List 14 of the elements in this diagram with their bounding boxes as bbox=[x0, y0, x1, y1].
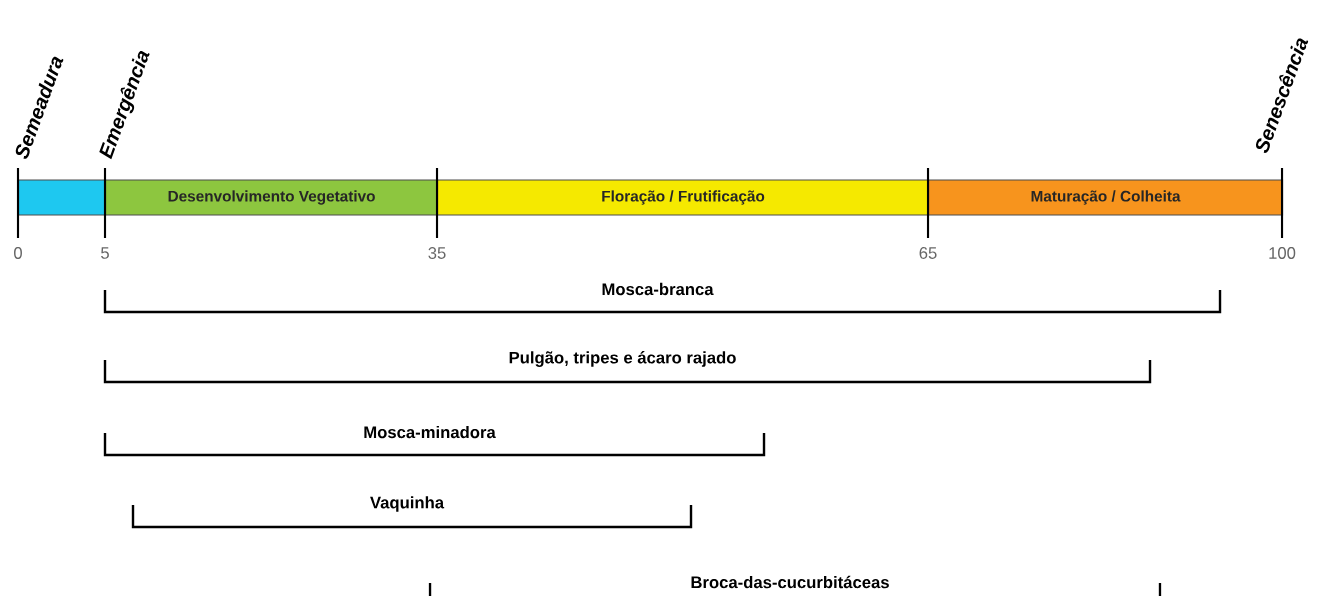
pest-name: Pulgão, tripes e ácaro rajado bbox=[509, 351, 736, 367]
pest-name: Mosca-branca bbox=[602, 282, 714, 296]
pest-name: Vaquinha bbox=[370, 496, 445, 512]
phase-band: Floração / Frutificação bbox=[437, 179, 930, 216]
tick-number: 5 bbox=[101, 247, 109, 259]
phase-band: Maturação / Colheita bbox=[928, 179, 1284, 216]
pest-name: Mosca-minadora bbox=[364, 425, 496, 439]
tick-number: 35 bbox=[428, 247, 446, 259]
pest-name: Broca-das-cucurbitáceas bbox=[691, 575, 889, 589]
phase-band: Desenvolvimento Vegetativo bbox=[105, 179, 439, 216]
tick-number: 0 bbox=[14, 247, 22, 259]
tick-number: 65 bbox=[919, 247, 937, 259]
phase-band bbox=[18, 179, 107, 216]
tick-number: 100 bbox=[1269, 247, 1296, 259]
